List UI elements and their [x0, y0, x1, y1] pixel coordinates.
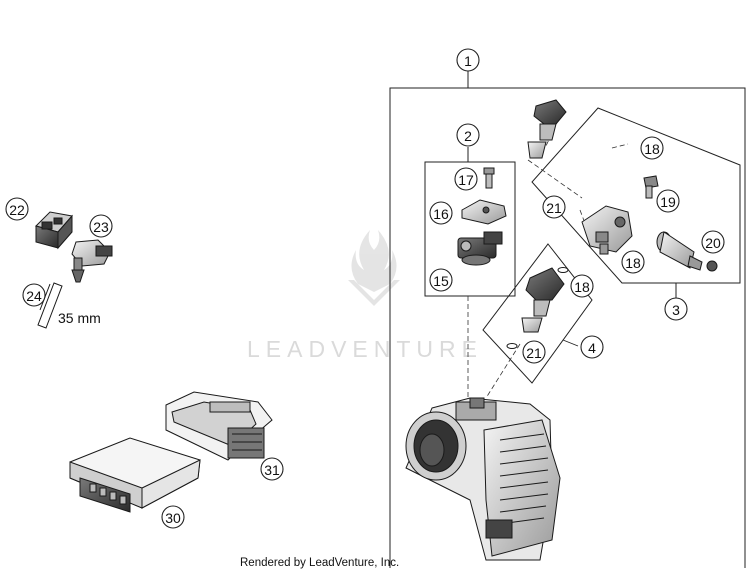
callout-18-middle: 18: [621, 250, 645, 274]
callout-16: 16: [429, 201, 453, 225]
svg-text:18: 18: [644, 141, 660, 157]
injector-upper: [527, 99, 567, 159]
svg-text:16: 16: [433, 206, 449, 222]
part-21-o-ring-upper: [573, 206, 583, 211]
svg-text:17: 17: [458, 172, 474, 188]
part-30-control-unit: [69, 437, 201, 513]
callout-31: 31: [260, 457, 284, 481]
callout-21-lower: 21: [522, 340, 546, 364]
part-17-screw: [483, 167, 495, 189]
subassembly-box-3: [531, 107, 741, 284]
svg-text:18: 18: [574, 279, 590, 295]
subassembly-box-2: [424, 161, 516, 297]
svg-text:18: 18: [625, 255, 641, 271]
svg-text:20: 20: [705, 235, 721, 251]
part-15-o-ring: [460, 278, 492, 288]
svg-text:22: 22: [9, 202, 25, 218]
callout-30: 30: [161, 505, 185, 529]
callout-21-upper: 21: [542, 195, 566, 219]
callout-3: 3: [664, 297, 688, 321]
part-31-control-unit-housing: [165, 391, 273, 461]
part-16-bracket: [461, 199, 507, 225]
svg-text:2: 2: [464, 128, 472, 144]
callout-17: 17: [454, 167, 478, 191]
callout-22: 22: [5, 197, 29, 221]
svg-text:4: 4: [588, 340, 596, 356]
callout-18-upper: 18: [640, 136, 664, 160]
callout-2: 2: [456, 123, 480, 147]
fuel-rail-block: [581, 205, 633, 255]
watermark-text: LEADVENTURE: [247, 336, 483, 362]
svg-text:24: 24: [26, 288, 42, 304]
svg-text:31: 31: [264, 462, 280, 478]
watermark: LEADVENTURE: [247, 230, 483, 362]
svg-text:30: 30: [165, 510, 181, 526]
svg-text:19: 19: [660, 194, 676, 210]
part-18-o-ring-upper: [617, 141, 629, 147]
footer-credit: Rendered by LeadVenture, Inc.: [240, 557, 399, 569]
svg-text:3: 3: [672, 302, 680, 318]
callout-20: 20: [701, 230, 725, 254]
callout-4: 4: [580, 335, 604, 359]
part-23-pressure-sensor: [71, 239, 113, 283]
part-18-o-ring-middle: [639, 232, 649, 248]
svg-text:21: 21: [526, 345, 542, 361]
svg-text:1: 1: [464, 53, 472, 69]
part-20-fuel-fitting: [656, 231, 718, 272]
callout-19: 19: [656, 189, 680, 213]
part-19-bolt: [643, 175, 659, 199]
hose-length-label: 35 mm: [58, 310, 101, 326]
part-22-connector-housing: [35, 211, 73, 250]
svg-text:21: 21: [546, 200, 562, 216]
leader-lines: [467, 70, 677, 347]
injector-lower: [506, 267, 569, 349]
callout-18-lower: 18: [570, 274, 594, 298]
assembly-outline-1: [389, 70, 746, 568]
callout-23: 23: [89, 214, 113, 238]
throttle-body: [405, 397, 561, 561]
callout-24: 24: [22, 283, 46, 307]
callout-1: 1: [456, 48, 480, 72]
svg-text:23: 23: [93, 219, 109, 235]
svg-text:15: 15: [433, 273, 449, 289]
callout-15: 15: [429, 268, 453, 292]
part-15-sensor: [457, 231, 503, 266]
